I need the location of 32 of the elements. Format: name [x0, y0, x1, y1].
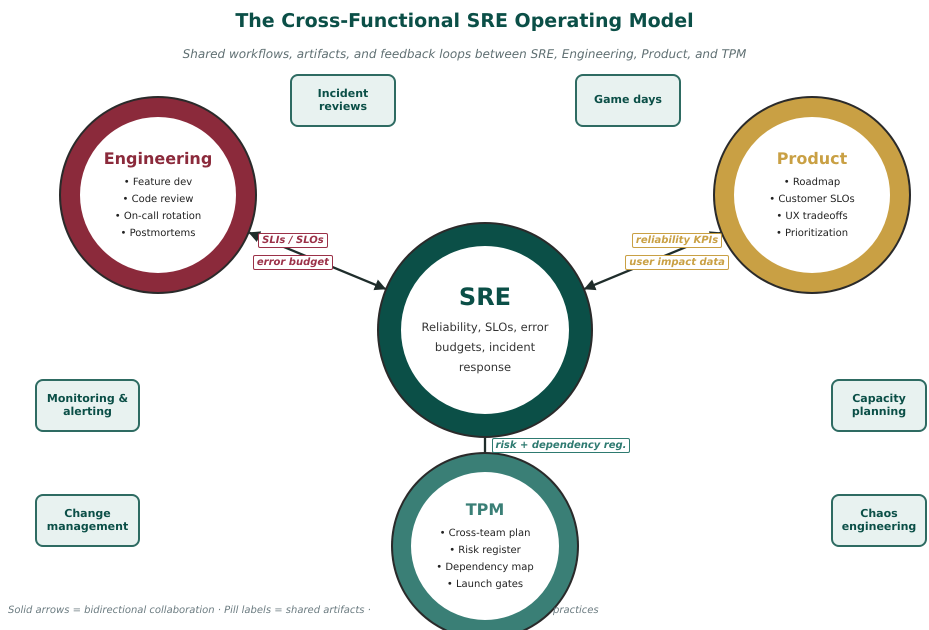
bullet-item: • Code review: [122, 192, 194, 206]
team-name: SRE: [458, 283, 512, 311]
bullet-item: • UX tradeoffs: [776, 210, 848, 224]
artifact-pill: risk + dependency reg.: [492, 438, 630, 452]
bullet-item: • Roadmap: [784, 176, 840, 190]
team-name: Product: [776, 148, 848, 168]
bullet-item: • Dependency map: [436, 560, 534, 574]
bullet-item: • Customer SLOs: [769, 192, 855, 206]
artifact-pill: SLIs / SLOs: [258, 233, 328, 248]
artifact-pill: error budget: [252, 255, 333, 270]
team-name: Engineering: [104, 148, 212, 168]
bullet-item: • Cross-team plan: [440, 526, 530, 540]
practice-tile: Change management: [35, 494, 140, 547]
bullet-item: • Postmortems: [120, 226, 196, 240]
practice-tile: Game days: [575, 74, 681, 127]
bullet-item: • Prioritization: [776, 226, 848, 240]
team-name: TPM: [466, 500, 504, 518]
bullet-item: • Risk register: [449, 544, 521, 558]
team-description: Reliability, SLOs, error budgets, incident response: [420, 319, 550, 376]
practice-tile: Monitoring & alerting: [35, 379, 140, 432]
artifact-pill: reliability KPIs: [632, 233, 722, 248]
footnote: practices: [553, 605, 599, 616]
practice-tile: Capacity planning: [831, 379, 927, 432]
subtitle: Shared workflows, artifacts, and feedback loops between SRE, Engineering, Product, and TPM: [182, 47, 748, 61]
bullet-item: • On-call rotation: [114, 210, 202, 224]
artifact-pill: user impact data: [625, 255, 729, 270]
practice-tile: Chaos engineering: [831, 494, 927, 547]
footnote: Solid arrows = bidirectional collaboration · Pill labels = shared artifacts ·: [8, 605, 371, 616]
diagram-title: The Cross-Functional SRE Operating Model: [234, 10, 695, 32]
bullet-item: • Launch gates: [446, 578, 524, 592]
practice-tile: Incident reviews: [290, 74, 396, 127]
bullet-item: • Feature dev: [124, 176, 192, 190]
